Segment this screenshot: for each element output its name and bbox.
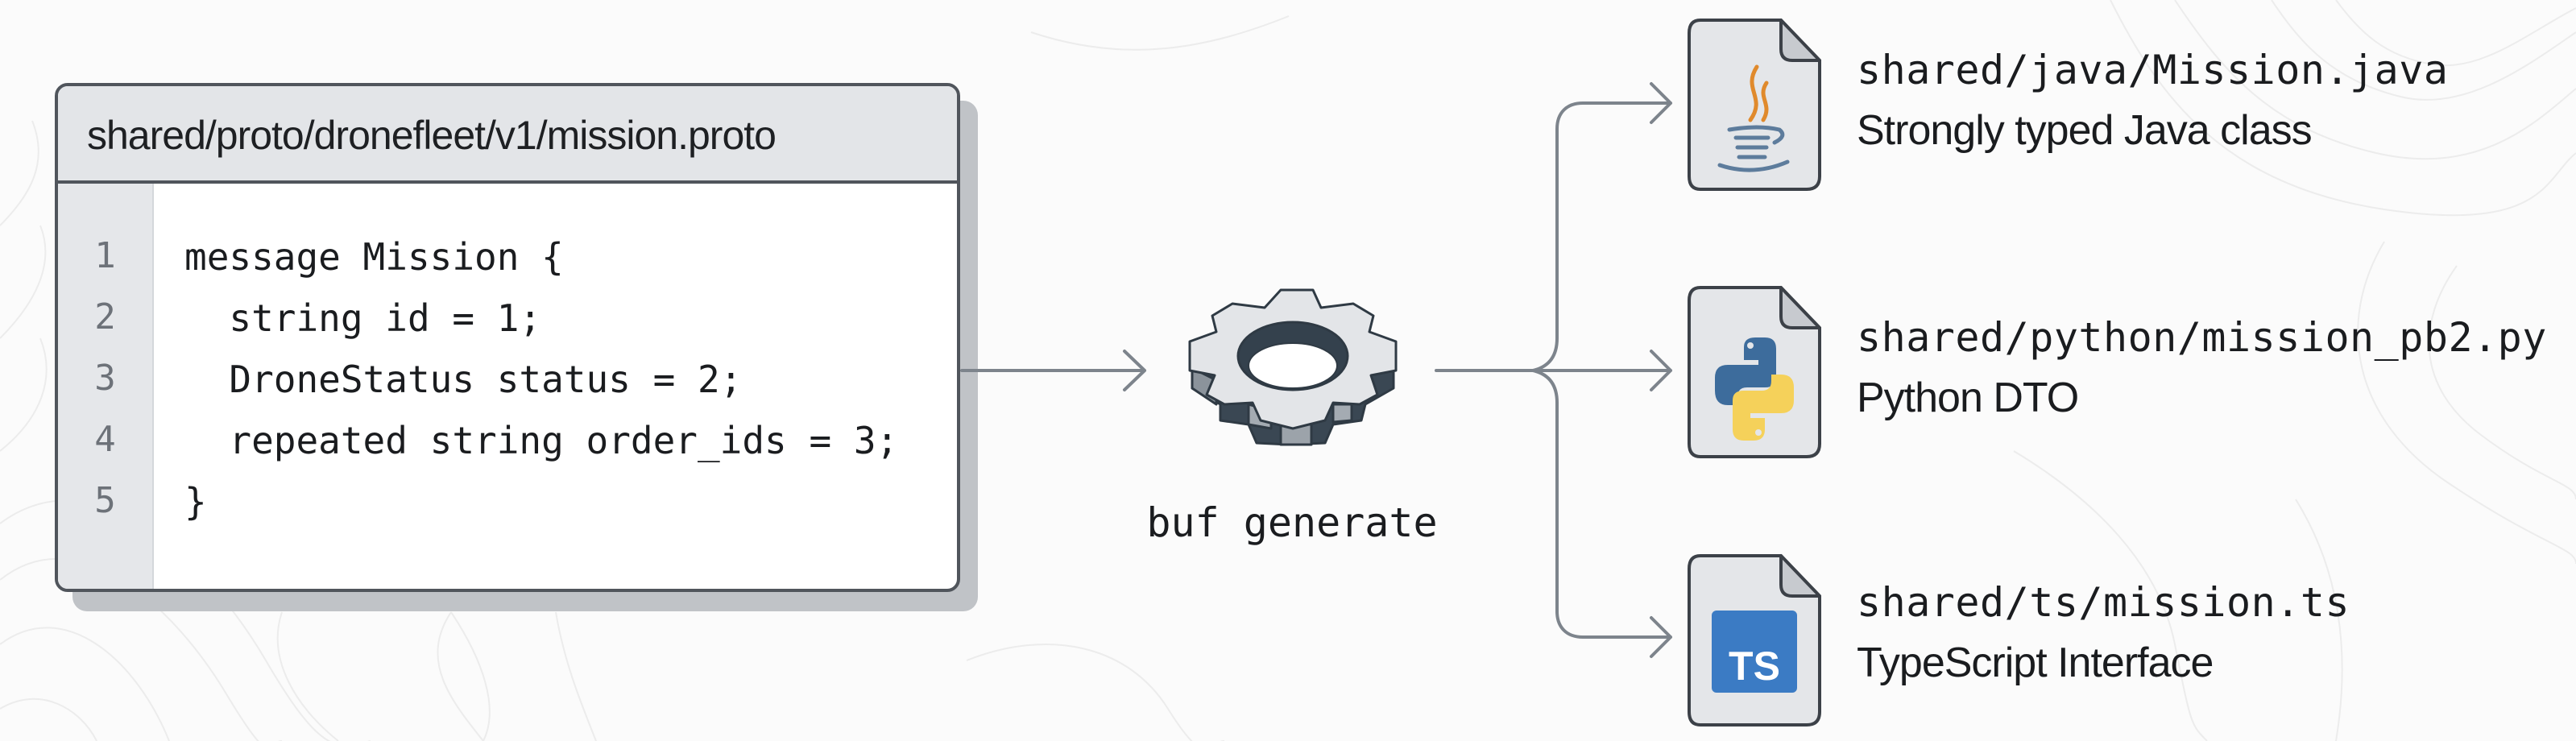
source-file-panel: shared/proto/dronefleet/v1/mission.proto… (55, 83, 960, 592)
contour-line (2013, 450, 2208, 741)
contour-line (555, 611, 597, 741)
contour-line (0, 698, 97, 741)
branch-to-python (1533, 350, 1672, 391)
line-code: } (184, 480, 207, 524)
typescript-badge (1712, 611, 1797, 693)
contour-line (966, 644, 1224, 741)
output-file-typescript: shared/ts/mission.ts (1857, 579, 2350, 626)
contour-line (0, 225, 47, 339)
code-line: 3 DroneStatus status = 2; (58, 358, 957, 419)
line-code: message Mission { (184, 235, 564, 279)
python-file-icon (1688, 286, 1821, 458)
source-file-header: shared/proto/dronefleet/v1/mission.proto (58, 86, 957, 184)
typescript-file-icon: TS (1688, 554, 1821, 727)
output-description-python: Python DTO (1857, 375, 2079, 421)
line-number: 4 (94, 419, 116, 460)
contour-line (2271, 0, 2576, 101)
branch-to-typescript (1531, 369, 1672, 658)
line-number: 2 (94, 296, 116, 337)
line-code: DroneStatus status = 2; (184, 358, 743, 401)
code-line: 5 } (58, 480, 957, 541)
contour-line (2357, 241, 2576, 565)
code-line: 1 message Mission { (58, 235, 957, 296)
output-file-java: shared/java/Mission.java (1857, 47, 2449, 93)
typescript-badge-label: TS (1729, 644, 1780, 689)
contour-line (437, 611, 484, 741)
source-file-title: shared/proto/dronefleet/v1/mission.proto (87, 113, 777, 158)
code-line: 2 string id = 1; (58, 296, 957, 358)
line-number: 1 (94, 235, 116, 276)
line-number: 5 (94, 480, 116, 521)
contour-line (0, 120, 39, 226)
line-number: 3 (94, 358, 116, 399)
code-line: 4 repeated string order_ids = 3; (58, 419, 957, 480)
contour-line (2428, 265, 2576, 500)
gear-icon (1188, 288, 1398, 446)
output-description-typescript: TypeScript Interface (1857, 640, 2214, 686)
branch-to-java (1531, 82, 1672, 372)
contour-line (2295, 499, 2343, 741)
contour-line (2110, 0, 2576, 217)
contour-line (276, 611, 339, 741)
contour-line (450, 611, 491, 741)
contour-line (2335, 0, 2576, 67)
contour-line (0, 627, 170, 741)
java-file-icon (1688, 19, 1821, 191)
input-arrow (960, 350, 1146, 391)
generator-label: buf generate (1146, 499, 1438, 546)
contour-line (2174, 0, 2576, 160)
contour-line (1030, 15, 1290, 51)
output-file-python: shared/python/mission_pb2.py (1857, 314, 2547, 361)
output-description-java: Strongly typed Java class (1857, 107, 2313, 154)
line-code: string id = 1; (184, 296, 542, 340)
line-number-gutter (58, 184, 154, 589)
contour-line (0, 337, 48, 452)
line-code: repeated string order_ids = 3; (184, 419, 899, 462)
